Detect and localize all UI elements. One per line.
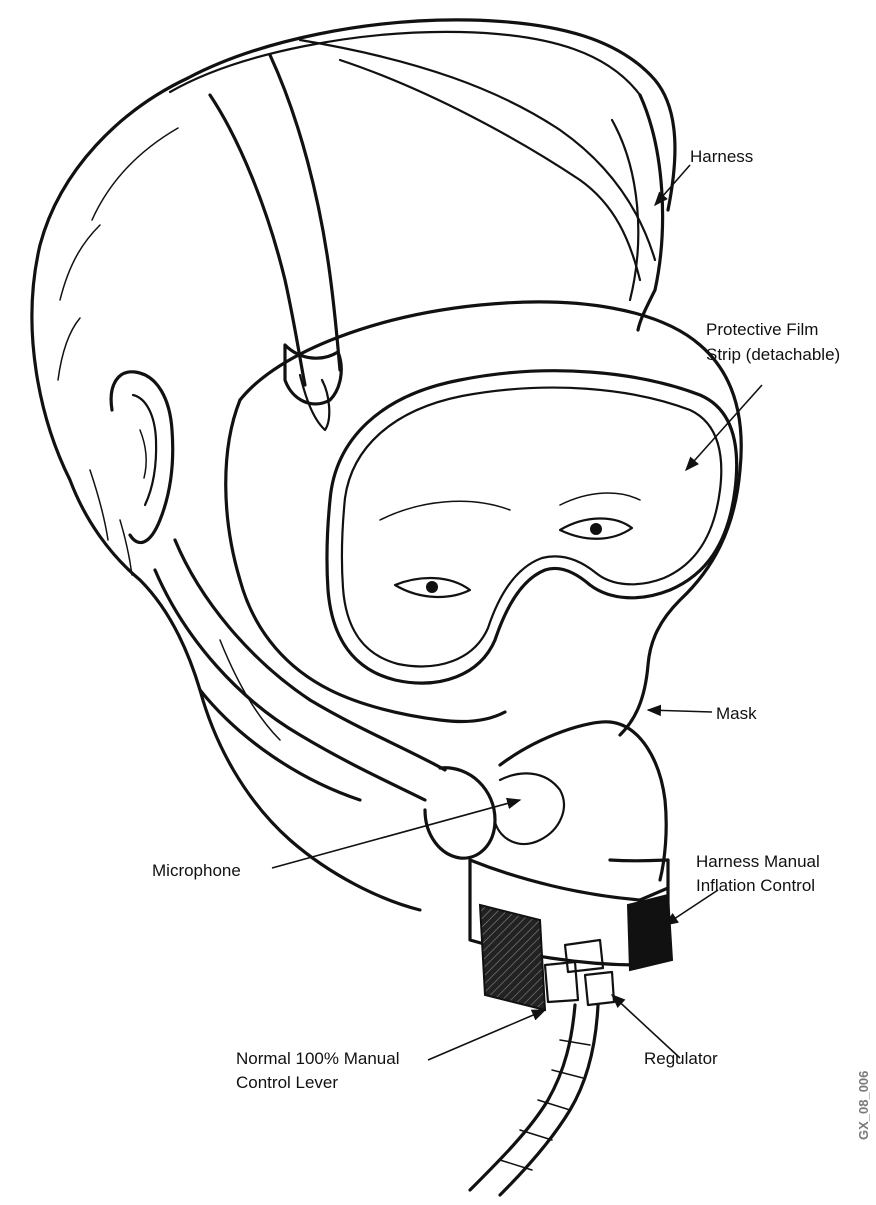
microphone-leader [272, 800, 520, 868]
label-film-line2: Strip (detachable) [706, 345, 840, 364]
film-leader [686, 385, 762, 470]
mask-leader [648, 710, 712, 712]
label-inflation-line1: Harness Manual [696, 852, 820, 871]
label-lever-line2: Control Lever [236, 1073, 338, 1092]
label-film-line1: Protective Film [706, 320, 818, 339]
figure-code: GX_08_006 [856, 1071, 871, 1140]
label-harness: Harness [690, 147, 753, 166]
head-illustration [32, 20, 675, 910]
label-inflation-line2: Inflation Control [696, 876, 815, 895]
label-regulator: Regulator [644, 1049, 718, 1068]
label-microphone: Microphone [152, 861, 241, 880]
label-lever-line1: Normal 100% Manual [236, 1049, 399, 1068]
label-mask: Mask [716, 704, 757, 723]
inflation-leader [665, 890, 718, 925]
lever-leader [428, 1010, 545, 1060]
